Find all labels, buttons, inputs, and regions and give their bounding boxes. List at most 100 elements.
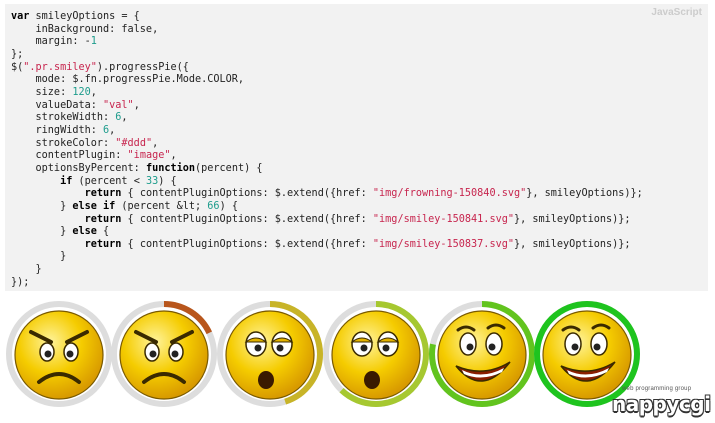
progress-ring [217, 301, 323, 407]
code-line: return { contentPluginOptions: $.extend(… [11, 214, 631, 225]
code-token: mode: $.fn.progressPie.Mode.COLOR, [11, 74, 245, 86]
progress-pie [533, 300, 641, 408]
code-line: } else { [11, 226, 109, 237]
code-token: if [60, 175, 73, 187]
code-line: return { contentPluginOptions: $.extend(… [11, 188, 643, 199]
progress-ring [111, 301, 217, 407]
code-line: mode: $.fn.progressPie.Mode.COLOR, [11, 74, 245, 86]
code-token: strokeColor: [11, 137, 116, 149]
code-token: margin: - [11, 36, 91, 48]
code-token: { contentPluginOptions: $.extend({href: [121, 213, 373, 225]
code-token: 6 [115, 112, 122, 124]
code-token: , [90, 86, 97, 98]
code-token: { contentPluginOptions: $.extend({href: [121, 188, 373, 200]
code-token: "val" [103, 99, 134, 111]
code-token: (percent < [72, 175, 146, 187]
code-token: "img/smiley-150837.svg" [372, 238, 514, 250]
progress-ring [534, 301, 640, 407]
code-token: contentPlugin: [11, 150, 128, 162]
code-line: } [11, 264, 42, 275]
code-token: , [152, 137, 159, 149]
code-token: "image" [127, 150, 171, 162]
code-block: JavaScript var smileyOptions = { inBackg… [5, 4, 708, 291]
code-token: ) { [219, 200, 238, 212]
frowning-face-icon [111, 301, 217, 407]
surprised-face-icon [323, 301, 429, 407]
progress-pie [322, 300, 430, 408]
code-token: }); [11, 276, 30, 288]
code-token: (percent) { [195, 162, 263, 174]
code-token: var [11, 11, 30, 22]
progress-ring [323, 301, 429, 407]
frowning-face [14, 310, 104, 400]
code-text: var smileyOptions = { inBackground: fals… [11, 11, 643, 289]
code-token: "#ddd" [115, 137, 153, 149]
code-line: optionsByPercent: function(percent) { [11, 162, 263, 174]
code-token: }; [11, 48, 24, 60]
frowning-face [119, 310, 209, 400]
code-token: ).progressPie({ [96, 61, 189, 73]
code-token: 6 [103, 124, 110, 136]
code-line: valueData: "val", [11, 100, 140, 111]
smiling-face [437, 310, 527, 400]
progress-pie-row [0, 300, 715, 420]
code-line: margin: -1 [11, 36, 97, 47]
watermark-subtitle: web programming group [622, 386, 692, 392]
surprised-face [225, 310, 315, 400]
code-token: } [11, 251, 67, 263]
code-token: { [96, 226, 110, 238]
code-token: "img/smiley-150841.svg" [372, 213, 514, 225]
code-line: } [11, 251, 66, 262]
code-token: (percent &lt; [115, 200, 208, 212]
code-token: optionsByPercent: [11, 162, 146, 174]
smiling-face [542, 310, 632, 400]
progress-pie [5, 300, 113, 408]
code-token: return [84, 188, 122, 200]
progress-track [6, 301, 112, 407]
code-token: valueData: [11, 99, 104, 111]
code-token: }, smileyOptions)}; [513, 238, 631, 250]
code-token: return [84, 213, 122, 225]
code-line: var smileyOptions = { [11, 11, 140, 22]
progress-pie [428, 300, 536, 408]
code-line: inBackground: false, [11, 24, 159, 35]
progress-ring [429, 301, 535, 407]
code-token: 66 [207, 200, 220, 212]
code-token: function [145, 162, 196, 174]
code-line: contentPlugin: "image", [11, 150, 177, 161]
code-token: 120 [72, 86, 91, 98]
code-token: ringWidth: [11, 124, 104, 136]
code-line: strokeColor: "#ddd", [11, 137, 159, 149]
code-token: "img/frowning-150840.svg" [372, 188, 527, 200]
code-token: else if [72, 200, 116, 212]
code-line: if (percent < 33) { [11, 176, 177, 187]
code-token: strokeWidth: [11, 112, 116, 124]
code-token [11, 214, 85, 225]
code-token: }, smileyOptions)}; [513, 213, 631, 225]
code-token: size: [11, 86, 73, 98]
smiling-face-icon [429, 301, 535, 407]
code-token: { contentPluginOptions: $.extend({href: [121, 238, 373, 250]
code-token: return [84, 238, 122, 250]
code-token: , [133, 99, 140, 111]
progress-pie [110, 300, 218, 408]
code-token [11, 188, 85, 199]
code-token: smileyOptions = { [29, 11, 140, 22]
surprised-face [331, 310, 421, 400]
code-line: size: 120, [11, 87, 97, 98]
code-line: }); [11, 277, 29, 288]
code-token [11, 176, 60, 187]
code-line: } else if (percent &lt; 66) { [11, 201, 238, 212]
watermark-brand: nappycgi [612, 392, 711, 416]
code-token: } [11, 226, 73, 238]
watermark-logo: web programming group nappycgi [612, 386, 712, 418]
code-language-label: JavaScript [651, 7, 702, 18]
code-token: }, smileyOptions)}; [526, 188, 643, 200]
code-token: 1 [90, 36, 97, 48]
code-token: } [11, 200, 73, 212]
code-token: ) { [158, 175, 177, 187]
code-line: strokeWidth: 6, [11, 112, 128, 123]
smiling-face-icon [534, 301, 640, 407]
code-token [11, 239, 85, 250]
code-token: ".pr.smiley" [23, 61, 97, 73]
